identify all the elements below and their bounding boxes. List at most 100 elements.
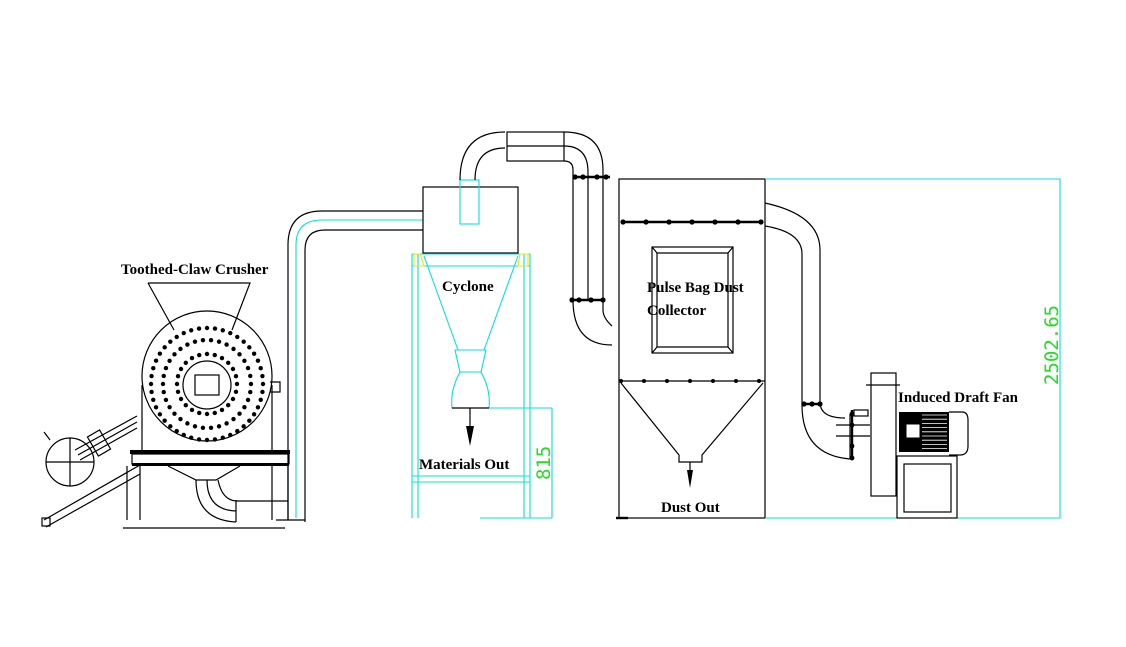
crusher-bolt (212, 437, 218, 442)
crusher-bolt (181, 330, 186, 336)
crusher-bolt (181, 432, 186, 438)
crusher-bolt (237, 352, 242, 357)
crusher-bolt (248, 389, 253, 395)
flange-bolt (757, 379, 761, 383)
crusher-bolt (231, 416, 236, 422)
label-fan: Induced Draft Fan (898, 390, 1019, 406)
flange-bolt (588, 297, 594, 303)
flange-bolt (735, 219, 741, 225)
crusher-bolt (258, 397, 263, 402)
crusher-bolt (220, 328, 225, 333)
crusher-bolt (192, 339, 198, 344)
flange-bolt (642, 379, 646, 383)
crusher-bolt (226, 360, 231, 365)
crusher-bolt (160, 381, 166, 387)
crusher-bolt (200, 337, 206, 343)
duct-cyclone-to-collector (506, 131, 613, 346)
crusher-bolt (172, 411, 177, 416)
crusher-bolt (245, 365, 251, 371)
flange-bolt (600, 297, 606, 303)
crusher-bolt (235, 428, 240, 434)
crusher-bolt (192, 424, 198, 429)
crusher-bolt (212, 326, 218, 331)
crusher-bolt (151, 366, 156, 371)
crusher-bolt (162, 418, 167, 423)
crusher-bolt (242, 358, 247, 364)
flange-bolt (689, 219, 695, 225)
label-crusher: Toothed-Claw Crusher (121, 262, 269, 278)
crusher-bolt (247, 418, 252, 423)
crusher-bolt (157, 412, 163, 417)
crusher-bolt (161, 389, 166, 395)
crusher-bolt (224, 421, 229, 426)
crusher-bolt (242, 404, 247, 410)
crusher-bolt (241, 339, 246, 344)
crusher-bolt (251, 412, 257, 417)
flange-bolt (666, 219, 672, 225)
crusher-bolt (153, 405, 159, 410)
crusher-housing (141, 310, 273, 442)
crusher-bolt (178, 346, 183, 352)
crusher-bolt (153, 358, 159, 363)
dust-out-arrow (687, 470, 693, 488)
crusher-bolt (178, 396, 184, 402)
flange-bolt (712, 219, 718, 225)
crusher-bolt (196, 326, 202, 331)
crusher-bolt (204, 437, 210, 443)
induced-draft-fan (853, 372, 969, 519)
duct-crusher-to-cyclone (276, 210, 423, 522)
crusher-bolt (224, 342, 229, 347)
crusher-bolt (168, 424, 173, 429)
label-dust-out: Dust Out (661, 500, 720, 516)
crusher-bolt (247, 345, 252, 350)
crusher-bolt (189, 355, 195, 361)
cyclone (411, 131, 553, 519)
flange-bolt (688, 379, 692, 383)
crusher-bolt (212, 410, 217, 416)
crusher-bolt (183, 403, 188, 408)
crusher-bolt (197, 352, 202, 358)
crusher-bolt (189, 435, 194, 440)
flange-bolt (580, 174, 586, 180)
flange-bolt (643, 219, 649, 225)
crusher-bolt (230, 366, 236, 372)
crusher-bolt (231, 346, 236, 352)
crusher-bolt (163, 397, 169, 403)
crusher-bolt (189, 407, 195, 413)
crusher-bolt (148, 381, 154, 387)
crusher-bolt (245, 397, 251, 403)
flange-bolt (711, 379, 715, 383)
crusher-bolt (151, 397, 156, 402)
crusher-bolt (216, 424, 222, 429)
crusher-bolt (233, 389, 239, 394)
crusher-bolt (174, 381, 180, 387)
materials-out-arrow (466, 426, 474, 446)
crusher-bolt (212, 352, 217, 358)
crusher-bolt (241, 424, 246, 429)
crusher-bolt (149, 389, 154, 395)
crusher-bolt-rings (148, 325, 266, 443)
crusher-bolt (226, 403, 231, 408)
crusher-bolt (178, 416, 183, 422)
crusher-bolt (233, 374, 239, 379)
crusher-bolt (174, 428, 179, 434)
crusher-bolt (172, 352, 177, 357)
crusher-bolt (197, 410, 202, 416)
crusher-bolt (235, 334, 240, 340)
crusher-bolt (174, 334, 179, 340)
crusher-bolt (185, 342, 190, 347)
label-collector-line2: Collector (647, 303, 706, 319)
crusher-bolt (255, 405, 261, 410)
crusher-bolt (216, 339, 222, 344)
dimension-2502-65: 2502.65 (1041, 305, 1063, 385)
crusher-bolt (251, 351, 257, 356)
pulse-bag-dust-collector (616, 178, 1061, 520)
crusher-bolt (219, 407, 225, 413)
crusher-bolt (230, 396, 236, 402)
flange-bolt (576, 297, 582, 303)
crusher-shaft (194, 374, 220, 396)
flange-bolt (620, 219, 626, 225)
crusher-bolt (149, 373, 154, 379)
crusher-bolt (220, 435, 225, 440)
